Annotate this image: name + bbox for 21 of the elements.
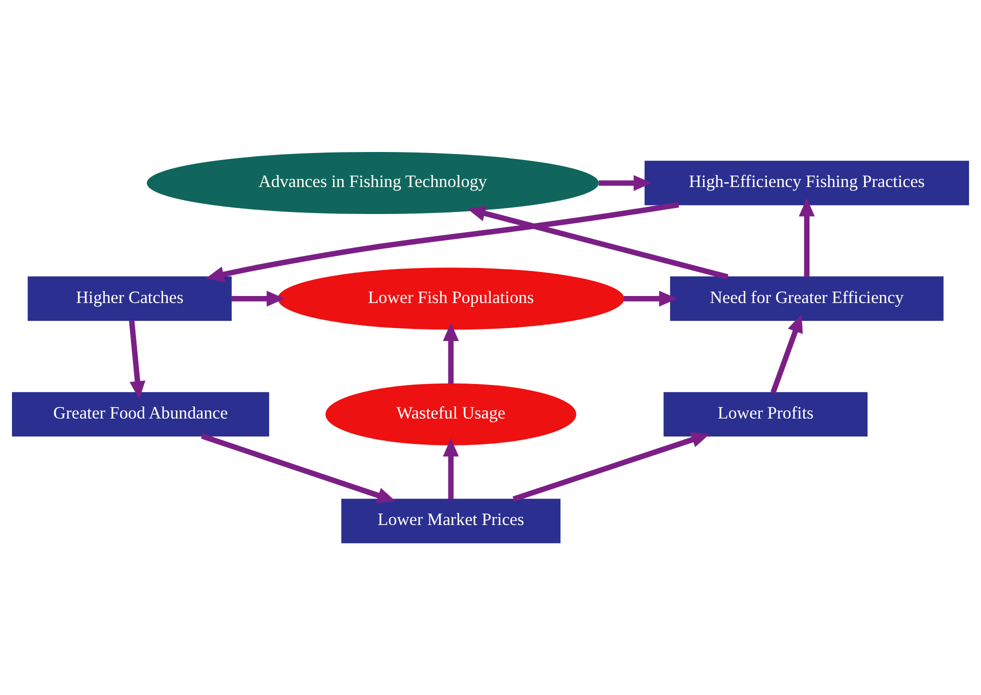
arrow [129, 320, 146, 400]
arrow [467, 206, 728, 280]
node-box: Need for Greater Efficiency [670, 276, 944, 321]
arrow [770, 314, 803, 394]
arrow [201, 433, 396, 503]
arrow [231, 290, 285, 307]
arrow [624, 290, 678, 307]
arrow [798, 198, 815, 277]
node-ellipse: Lower Fish Populations [278, 268, 624, 330]
node-box: Lower Market Prices [341, 498, 560, 544]
arrow [206, 202, 679, 282]
arrow [442, 322, 459, 384]
arrow [442, 438, 459, 500]
node-box: Greater Food Abundance [12, 392, 270, 437]
node-ellipse: Wasteful Usage [326, 383, 576, 446]
node-ellipse: Advances in Fishing Technology [146, 152, 599, 214]
node-box: Lower Profits [664, 392, 868, 437]
node-box: Higher Catches [28, 276, 232, 321]
arrow [512, 432, 710, 502]
arrow [598, 175, 652, 191]
node-box: High-Efficiency Fishing Practices [644, 160, 970, 206]
